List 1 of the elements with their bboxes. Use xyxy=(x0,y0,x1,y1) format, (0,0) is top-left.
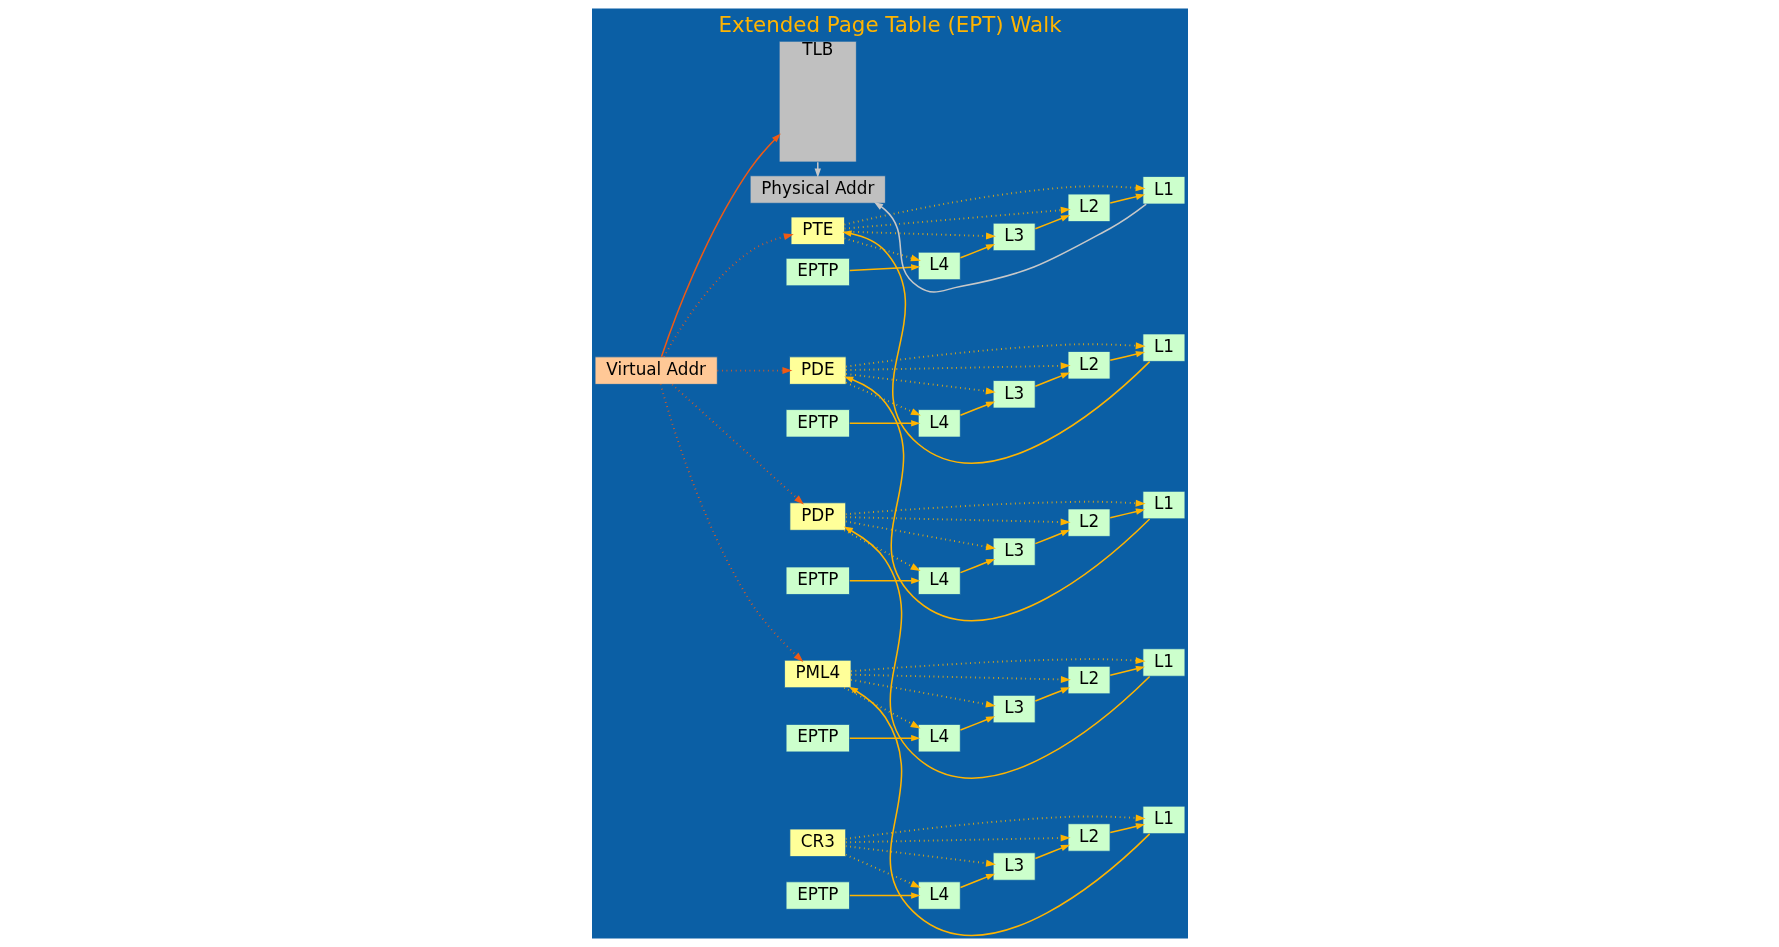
diagram-title: Extended Page Table (EPT) Walk xyxy=(717,11,1062,37)
